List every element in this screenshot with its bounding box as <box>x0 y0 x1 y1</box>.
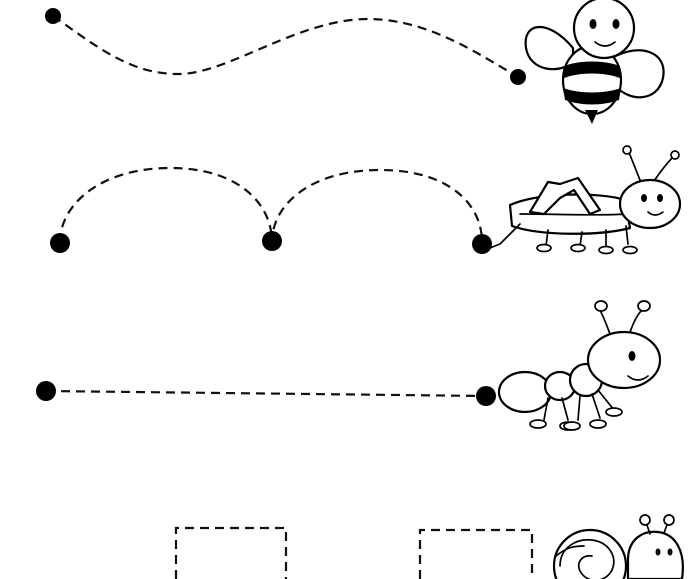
end-dot <box>472 234 492 254</box>
row-ant <box>36 300 662 431</box>
grasshopper-icon <box>489 145 682 255</box>
wave-trace-path <box>52 15 519 78</box>
end-dot <box>510 69 526 85</box>
row-bee <box>45 0 665 124</box>
end-dot <box>476 386 496 406</box>
ant-icon <box>497 300 662 431</box>
start-dot <box>50 233 70 253</box>
straight-trace-path <box>45 389 487 398</box>
bee-icon <box>524 0 665 124</box>
start-dot <box>36 381 56 401</box>
square-wave-trace-path <box>174 526 534 579</box>
row-snail <box>174 514 684 579</box>
row-grasshopper <box>50 145 682 255</box>
snail-icon <box>552 514 684 579</box>
middle-dot <box>262 231 282 251</box>
start-dot <box>45 8 61 24</box>
arches-trace-path <box>58 166 484 243</box>
